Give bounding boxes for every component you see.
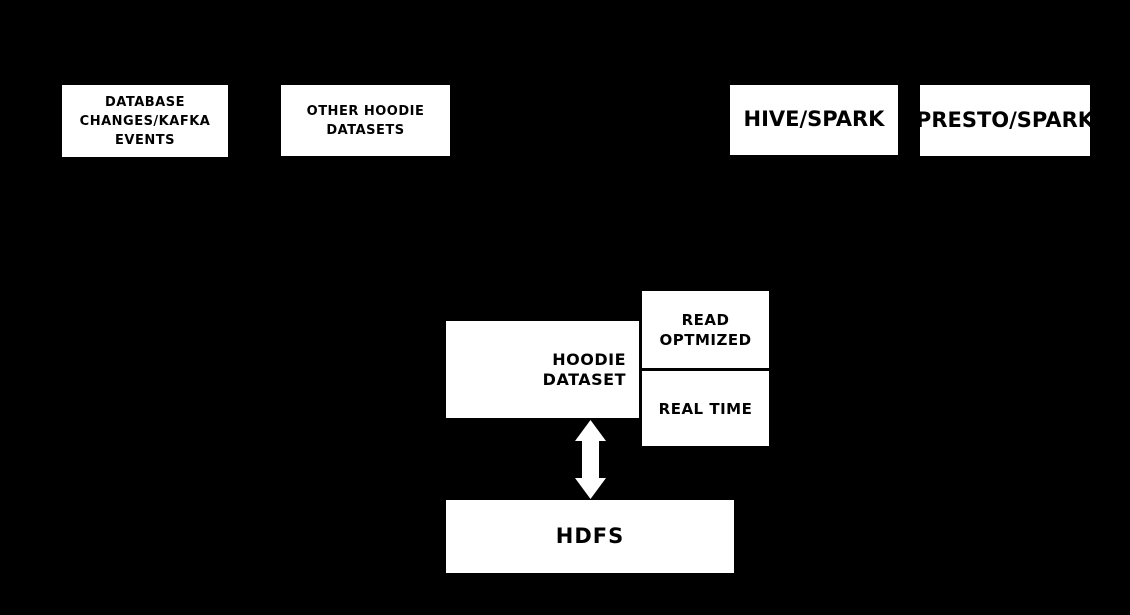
box-hdfs: HDFS — [446, 500, 734, 573]
double-headed-vertical-arrow-icon — [575, 420, 606, 499]
box-read-optimized-view: READ OPTMIZED — [642, 291, 769, 368]
box-other-hoodie-datasets: OTHER HOODIE DATASETS — [281, 85, 450, 156]
box-database-changes-label: DATABASE CHANGES/KAFKA EVENTS — [79, 94, 211, 148]
box-hoodie-dataset: HOODIE DATASET — [446, 321, 639, 418]
box-hive-spark: HIVE/SPARK — [730, 85, 898, 155]
box-real-time-label: REAL TIME — [658, 399, 753, 418]
box-read-optimized-label: READ OPTMIZED — [659, 310, 752, 349]
box-database-changes-kafka-events: DATABASE CHANGES/KAFKA EVENTS — [62, 85, 228, 157]
box-other-hoodie-datasets-label: OTHER HOODIE DATASETS — [306, 103, 425, 138]
box-real-time-view: REAL TIME — [642, 371, 769, 446]
box-hoodie-dataset-label: HOODIE DATASET — [542, 349, 626, 389]
box-hdfs-label: HDFS — [555, 523, 625, 548]
box-presto-spark-label: PRESTO/SPARK — [915, 107, 1095, 132]
box-presto-spark: PRESTO/SPARK — [916, 85, 1094, 156]
box-hive-spark-label: HIVE/SPARK — [743, 107, 885, 132]
